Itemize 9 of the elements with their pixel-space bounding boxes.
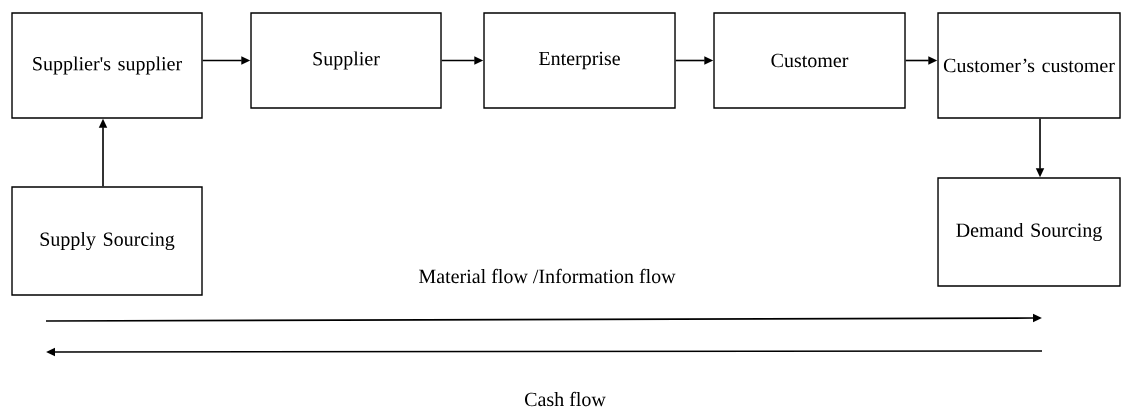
process-box: Demand Sourcing — [937, 177, 1121, 287]
process-box: Supply Sourcing — [11, 186, 203, 296]
flow-label: Cash flow — [525, 391, 606, 407]
flow-label: Material flow /Information flow — [419, 268, 676, 284]
process-box: Enterprise — [483, 12, 676, 109]
process-box: Customer’s customer — [937, 12, 1121, 119]
process-box: Customer — [713, 12, 906, 109]
process-box: Supplier — [250, 12, 442, 109]
process-box: Supplier's supplier — [11, 12, 203, 119]
